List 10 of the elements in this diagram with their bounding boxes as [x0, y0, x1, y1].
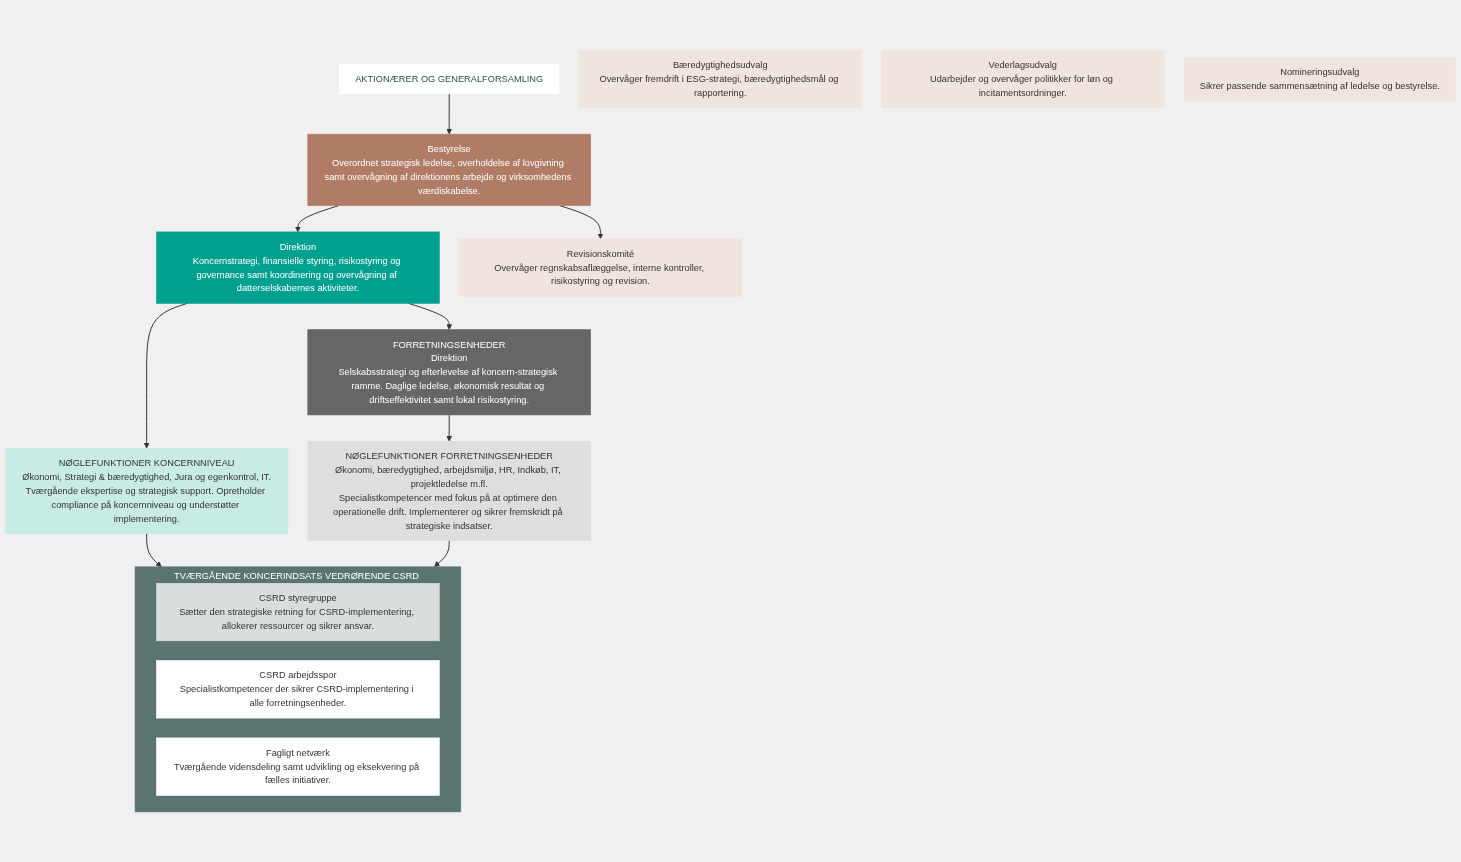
node-box: AKTIONÆRER OG GENERALFORSAMLING: [338, 63, 560, 95]
node-box: FORRETNINGSENHEDER Direktion Selskabsstrategi og efterlevelse af koncern-strategisk ramme. Daglige ledelse, økonomisk resultat og driftseffektivitet samt lokal risikostyring.: [307, 329, 591, 416]
node-box: Direktion Koncernstrategi, finansielle styring, risikostyring og governance samt koordinering og overvågning af datterselskabernes aktiviteter.: [156, 231, 440, 304]
node-box: Revisionskomité Overvåger regnskabsaflæggelse, interne kontroller, risikostyring og revision.: [458, 238, 743, 297]
node-box: Bestyrelse Overordnet strategisk ledelse, overholdelse af lovgivning samt overvågning af direktionens arbejde og virksomhedens værdiskabelse.: [307, 133, 591, 206]
node-box: CSRD styregruppe Sætter den strategiske retning for CSRD-implementering, allokerer ressourcer og sikrer ansvar.: [156, 582, 440, 642]
node-box: Fagligt netværk Tværgående vidensdeling samt udvikling og eksekvering på fælles initiativer.: [156, 737, 440, 796]
node-box: NØGLEFUNKTIONER KONCERNNIVEAU Økonomi, Strategi & bæredygtighed, Jura og egenkontrol, IT. Tværgående ekspertise og strategisk support. Opretholder compliance på koncernniveau og understøtter implementering.: [4, 447, 289, 534]
node-box: CSRD arbejdsspor Specialistkompetencer der sikrer CSRD-implementering i alle forretningsenheder.: [156, 660, 440, 719]
node-box: NØGLEFUNKTIONER FORRETNINGSENHEDER Økonomi, bæredygtighed, arbejdsmiljø, HR, Indkøb, IT, projektledelse m.fl. Specialistkompetencer med fokus på at optimere den operationelle drift. Implementerer og sikrer fremskridt på strategiske indsatser.: [307, 440, 591, 541]
